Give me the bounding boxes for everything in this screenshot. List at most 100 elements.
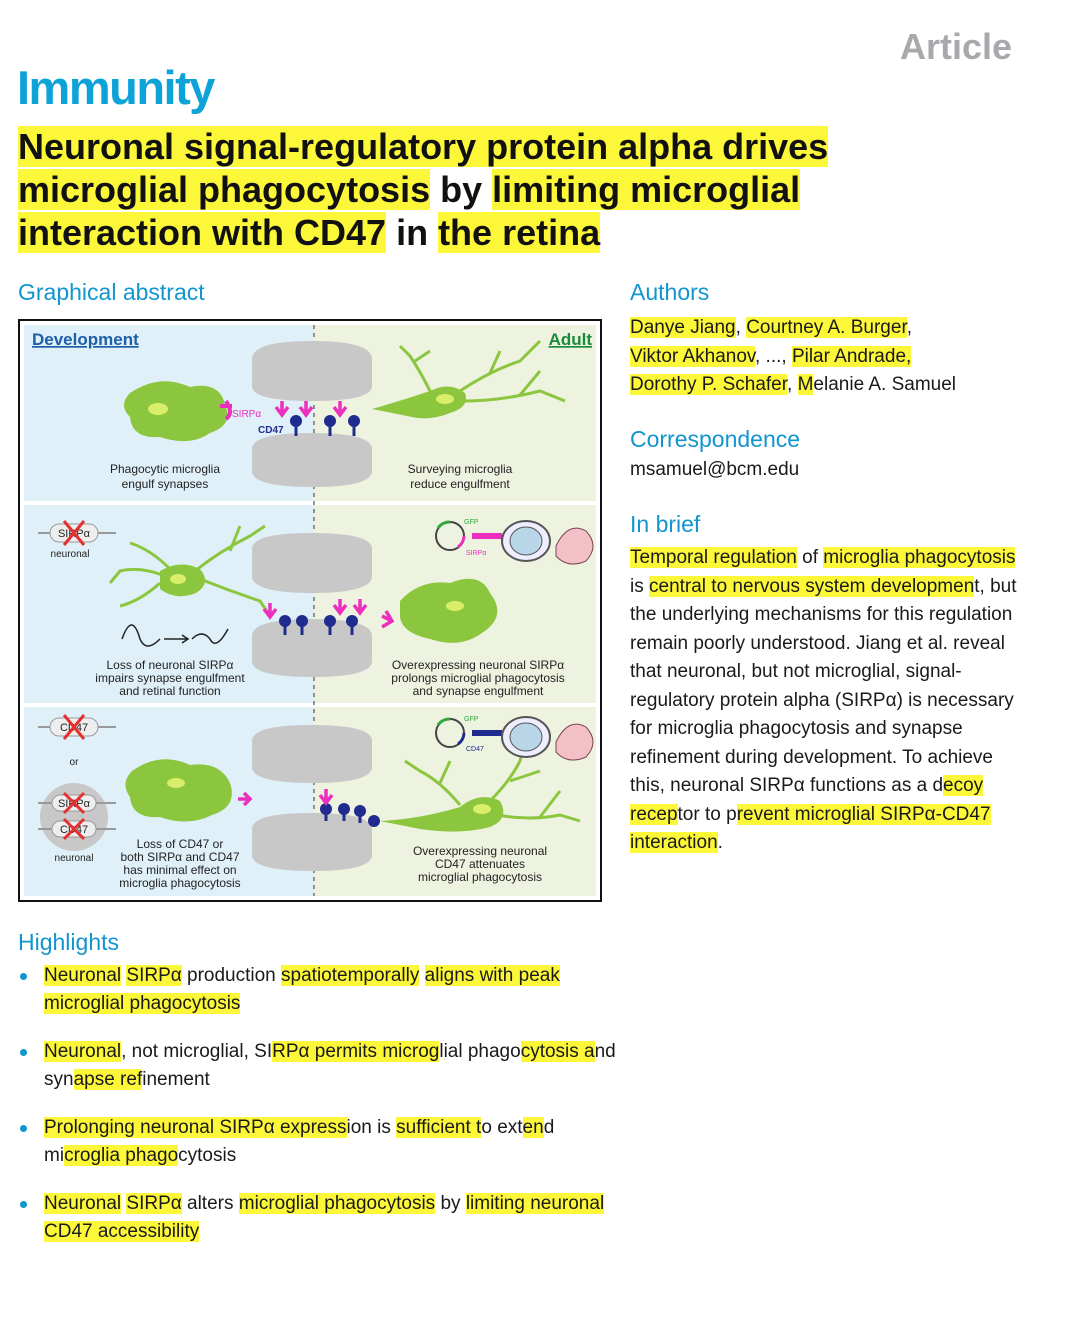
brief-segment: microglia phagocytosis — [823, 547, 1016, 568]
author-separator: , — [735, 317, 747, 338]
plasmid-injection-icon: GFP CD47 — [435, 716, 594, 761]
highlight-segment: Neuronal — [44, 1041, 122, 1062]
neuron-processes — [108, 524, 272, 617]
neuronal-sirpa — [262, 599, 395, 629]
or-label: or — [70, 757, 80, 768]
brief-segment: of — [796, 547, 824, 568]
author-name[interactable]: Danye Jiang — [630, 317, 736, 338]
author-name-initial[interactable]: M — [797, 374, 814, 395]
panel1-right-caption: Surveying microglia — [408, 462, 513, 476]
journal-name: Immunity — [17, 61, 215, 114]
presynaptic-terminal — [252, 533, 372, 593]
panel1-left-caption: engulf synapses — [122, 477, 209, 491]
double-knockout: SIRPα CD47 neuronal — [38, 783, 116, 864]
author-name[interactable]: elanie A. Samuel — [813, 374, 957, 395]
neuron-nucleus — [170, 574, 186, 584]
erg-trace-reduced — [191, 628, 229, 644]
panel2-right-caption: and synapse engulfment — [413, 684, 544, 698]
highlight-segment: Prolonging neuronal SIRPα express — [44, 1117, 347, 1138]
author-separator: , — [787, 374, 798, 395]
microglial-sirpa — [238, 791, 253, 807]
microglia-nucleus — [436, 394, 454, 404]
highlight-item: Neuronal, not microglial, SIRPα permits … — [18, 1038, 618, 1094]
ko-sub-label: neuronal — [55, 853, 94, 864]
surveying-microglia — [380, 797, 504, 832]
panel3-left-caption: has minimal effect on — [123, 863, 236, 877]
title-segment: microglial phagocytosis — [18, 169, 431, 210]
presynaptic-terminal — [252, 341, 372, 401]
correspondence-email[interactable]: msamuel@bcm.edu — [630, 459, 800, 480]
brief-segment: is — [630, 575, 649, 597]
development-label: Development — [32, 330, 139, 349]
brief-segment: t, but the underlying mechanisms for thi… — [630, 575, 1017, 797]
highlights-heading: Highlights — [18, 929, 119, 955]
panel3-right-caption: CD47 attenuates — [435, 857, 525, 871]
highlight-segment: en — [522, 1117, 544, 1138]
highlight-segment: lial phago — [439, 1041, 521, 1062]
cd47-receptors — [290, 415, 360, 436]
highlight-segment: cytosis a — [520, 1041, 595, 1062]
article-type-label: Article — [899, 26, 1012, 67]
brief-segment: central to nervous system developmen — [649, 575, 975, 597]
title-segment: limiting microglial — [492, 169, 801, 210]
adult-label: Adult — [549, 330, 593, 349]
graphical-abstract-heading: Graphical abstract — [18, 279, 205, 305]
author-name[interactable]: Viktor Akhanov — [630, 345, 755, 367]
cd47-receptors — [279, 615, 358, 635]
neuronal-sirpa — [274, 401, 348, 418]
highlight-segment: nd syn — [44, 1041, 616, 1090]
highlight-segment: alters — [181, 1193, 239, 1214]
highlight-segment: Neuronal — [44, 1193, 122, 1214]
title-segment: interaction with CD47 — [18, 212, 387, 253]
title-segment: Neuronal signal-regulatory protein alpha… — [18, 126, 829, 167]
author-separator: , ..., — [754, 345, 792, 367]
in-brief-text: Temporal regulation of microglia phagocy… — [630, 544, 1030, 858]
brief-segment: Temporal regulation — [630, 547, 797, 568]
brief-segment: tor to p — [677, 803, 737, 825]
highlight-item: Neuronal SIRPα production spatiotemporal… — [18, 962, 618, 1018]
highlight-item: Neuronal SIRPα alters microglial phagocy… — [18, 1190, 618, 1246]
graphical-abstract-figure: Development Adult SIRPα CD47 Phagocytic … — [24, 325, 596, 896]
correspondence-heading: Correspondence — [630, 426, 801, 452]
phagocytic-microglia — [124, 381, 228, 442]
microglia-nucleus — [446, 601, 464, 611]
panel2-right-caption: prolongs microglial phagocytosis — [391, 671, 564, 685]
highlight-segment: spatiotemporally — [281, 965, 420, 986]
author-name[interactable]: Courtney A. Burger — [746, 317, 907, 338]
highlights-list: Neuronal SIRPα production spatiotemporal… — [18, 962, 618, 1266]
microglia-nucleus — [148, 403, 168, 415]
erg-trace-normal — [121, 624, 161, 647]
highlight-segment: d mi — [44, 1117, 555, 1166]
postsynaptic-terminal — [252, 619, 372, 677]
highlight-segment: RPα permits microg — [272, 1041, 440, 1062]
microglia-nucleus — [167, 778, 185, 788]
highlight-segment — [419, 965, 424, 986]
microglia — [125, 759, 232, 822]
in-brief-heading: In brief — [630, 511, 701, 537]
brief-segment: . — [717, 832, 723, 853]
panel2-left-caption: impairs synapse engulfment — [95, 671, 245, 685]
panel2-left-caption: Loss of neuronal SIRPα — [106, 658, 233, 672]
postsynaptic-terminal — [252, 813, 372, 871]
sirpa-receptor — [224, 399, 232, 421]
postsynaptic-terminal — [252, 433, 372, 487]
plasmid-gene-label: CD47 — [466, 746, 484, 753]
highlight-segment: microglial phagocytosis — [238, 1193, 436, 1214]
graphical-abstract: Development Adult SIRPα CD47 Phagocytic … — [18, 319, 602, 902]
ko-sub-label: neuronal — [51, 549, 90, 560]
gfp-label: GFP — [464, 519, 479, 526]
neuronal-sirpa-knockout: SIRPα neuronal — [38, 520, 116, 560]
plasmid-injection-icon: GFP SIRPα — [435, 519, 594, 565]
panel3-left-caption: Loss of CD47 or — [137, 837, 224, 851]
panel3-left-caption: both SIRPα and CD47 — [120, 850, 239, 864]
highlight-segment: sufficient t — [396, 1117, 482, 1138]
author-name[interactable]: Dorothy P. Schafer — [630, 374, 788, 395]
highlight-segment: croglia phago — [64, 1145, 179, 1166]
panel3-right-caption: microglial phagocytosis — [418, 870, 542, 884]
author-name[interactable]: Pilar Andrade, — [791, 345, 912, 367]
panel3-left-caption: microglia phagocytosis — [119, 876, 240, 890]
panel3-right-caption: Overexpressing neuronal — [413, 844, 547, 858]
panel2-right-caption: Overexpressing neuronal SIRPα — [392, 658, 564, 672]
highlight-segment: by — [435, 1193, 466, 1214]
panel2-left-caption: and retinal function — [119, 684, 220, 698]
